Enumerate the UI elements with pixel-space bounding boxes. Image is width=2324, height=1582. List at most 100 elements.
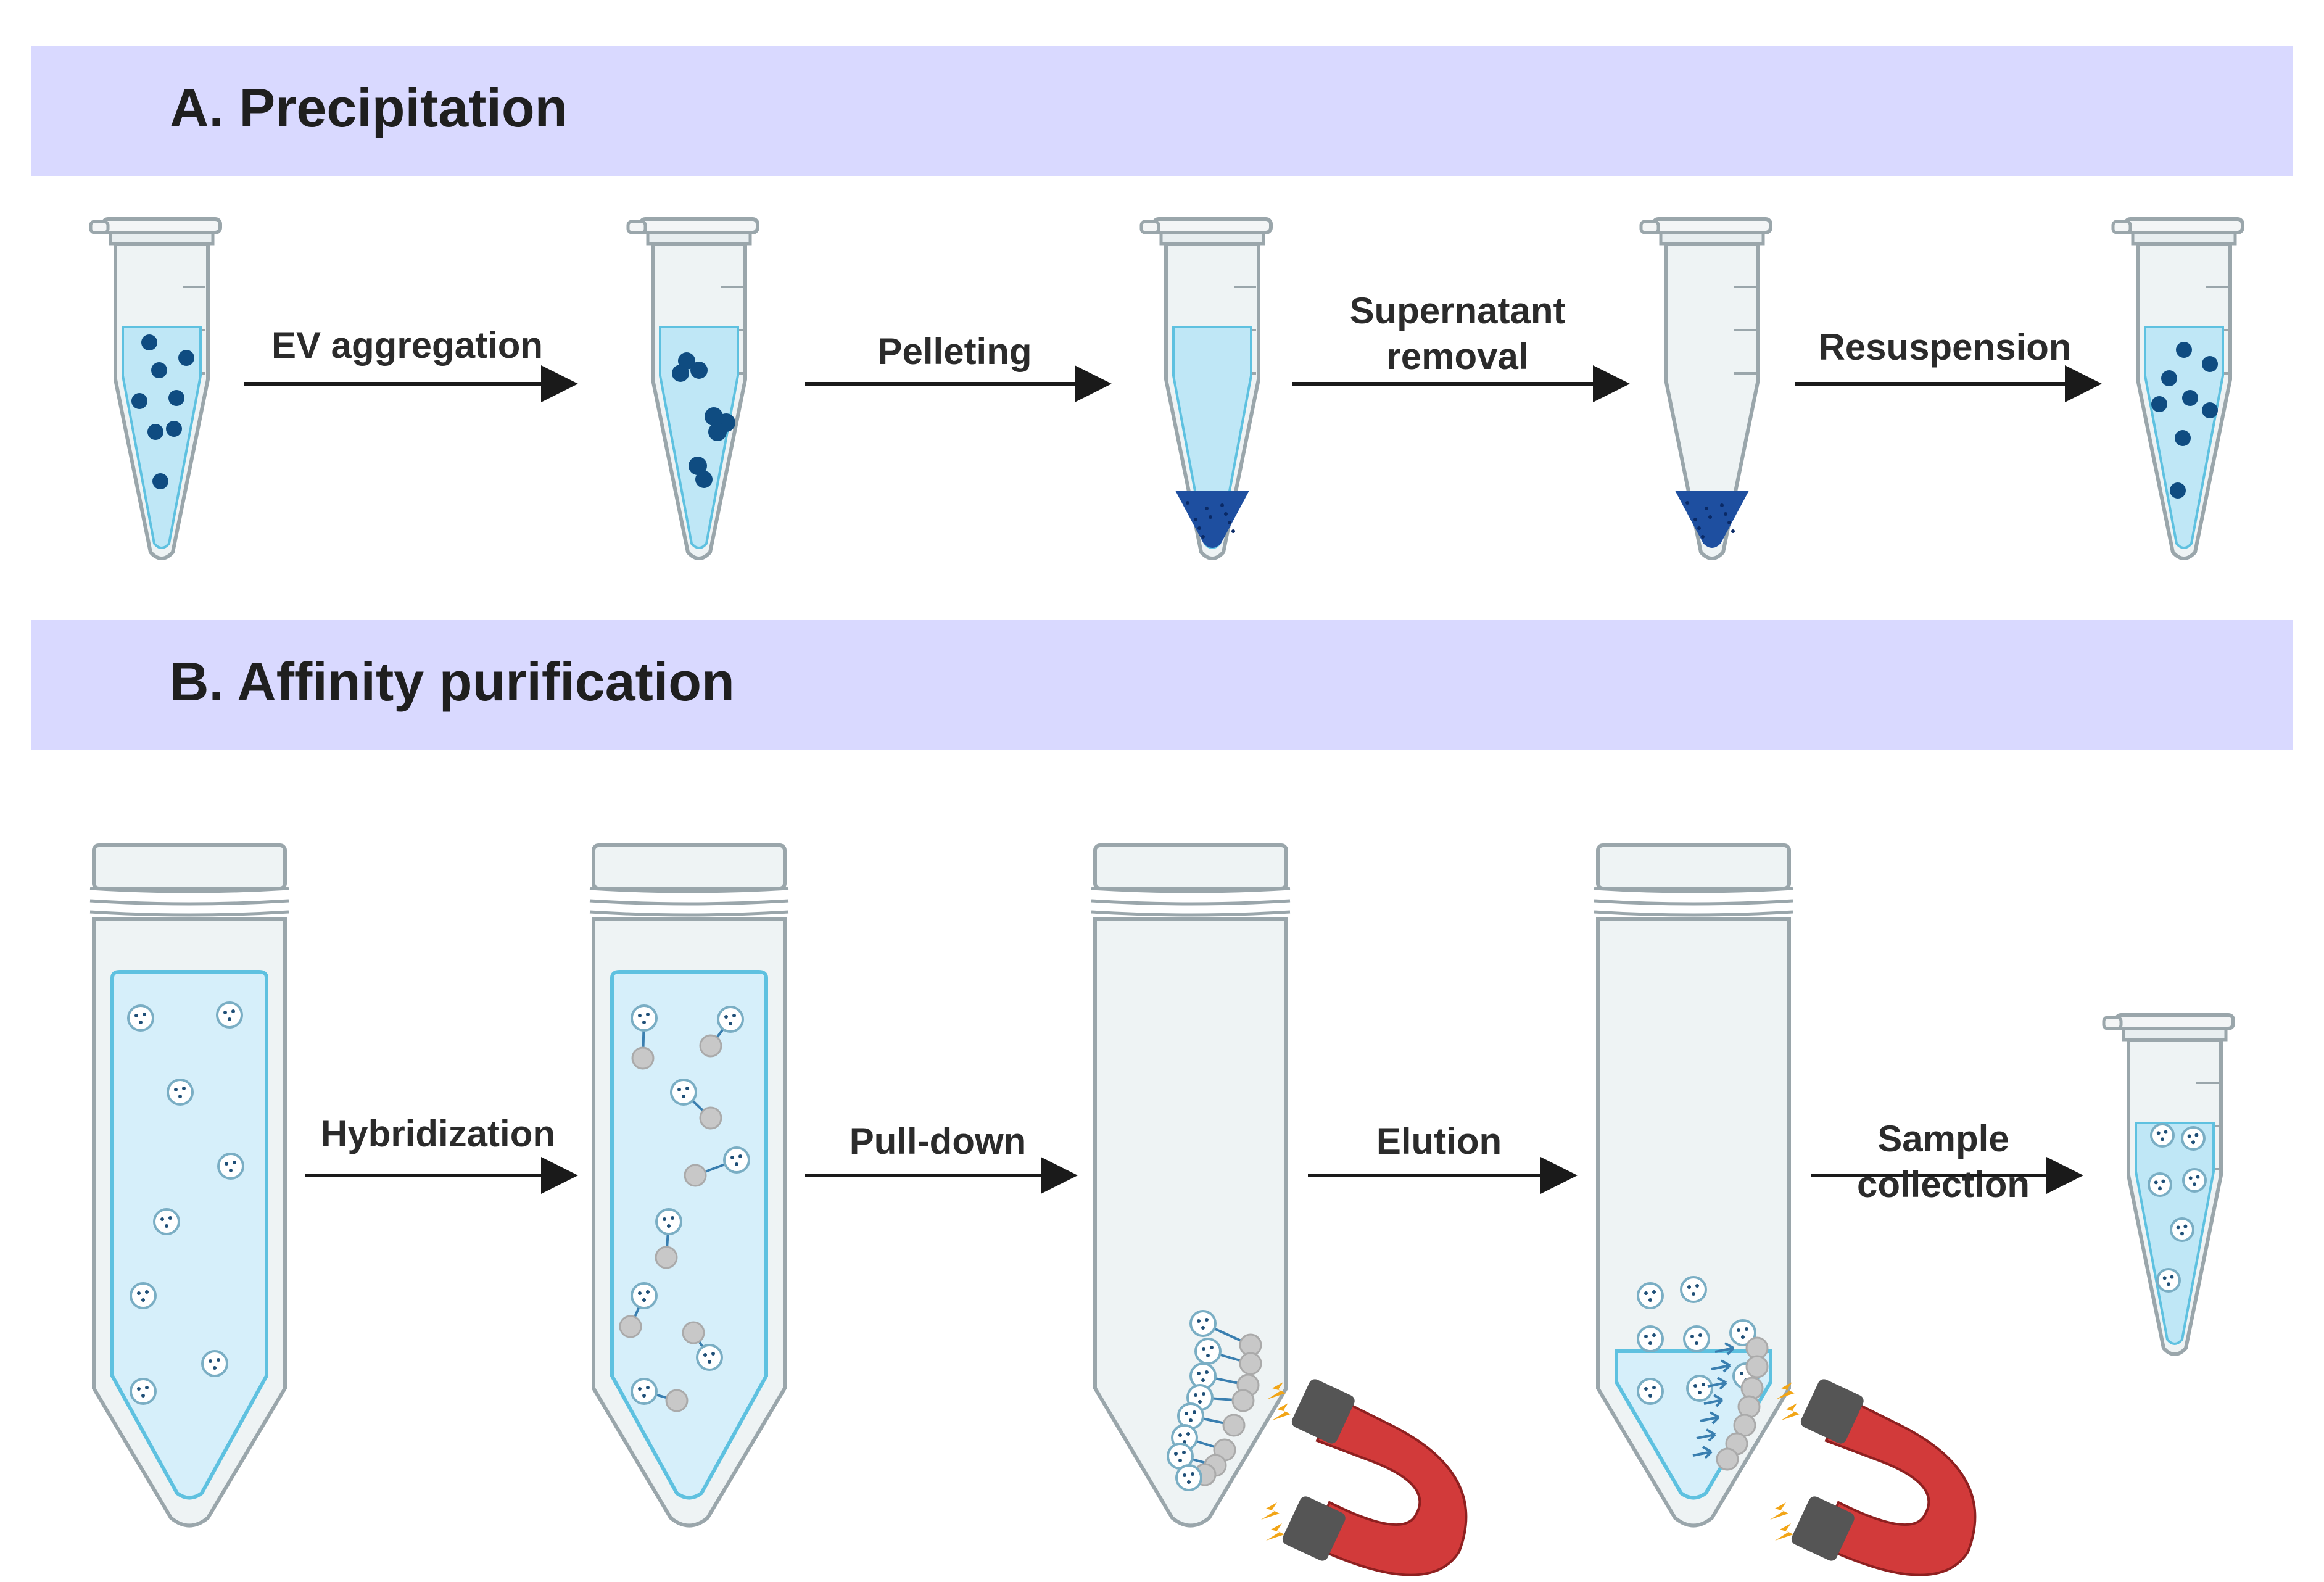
step-label: Pull-down [850, 1120, 1027, 1162]
ev-vesicle-icon [153, 1208, 180, 1235]
magnetic-bead [684, 1164, 707, 1187]
step-label: collection [1857, 1164, 2030, 1205]
step-label: Pelleting [877, 331, 1032, 372]
ev-vesicle-icon [1686, 1375, 1713, 1402]
conical-tube-icon [1594, 843, 1793, 1528]
spark-icon [1775, 1523, 1793, 1541]
ev-particle [152, 473, 168, 489]
section-a-tubes [89, 217, 2244, 560]
ev-vesicle-icon [655, 1208, 682, 1235]
magnetic-bead [1737, 1395, 1761, 1418]
process-arrow: Elution [1308, 1120, 1578, 1194]
ev-vesicle-icon [696, 1344, 723, 1371]
ev-vesicle-icon [1637, 1378, 1664, 1405]
ev-particle [2161, 370, 2177, 386]
process-arrow: Resuspension [1795, 326, 2102, 402]
section-a-arrows: EV aggregation Pelleting Supernatantremova… [244, 290, 2102, 402]
ev-particle [178, 350, 194, 366]
ev-vesicle-icon [723, 1146, 750, 1174]
ev-vesicle-icon [130, 1282, 157, 1309]
section-b-arrows: Hybridization Pull-down Elution Samplecolle… [305, 1113, 2083, 1205]
ev-vesicle-icon [631, 1378, 658, 1405]
ev-particle [131, 393, 147, 409]
ev-vesicle-icon [2150, 1123, 2175, 1148]
process-arrow: Pelleting [805, 331, 1112, 402]
microcentrifuge-tube-icon [2102, 1013, 2235, 1356]
ev-vesicle-icon [127, 1004, 154, 1032]
microcentrifuge-tube-icon [2111, 217, 2244, 560]
ev-particle [166, 421, 182, 437]
ev-pellet [1675, 491, 1749, 548]
ev-vesicle-icon [1194, 1338, 1222, 1365]
microcentrifuge-tube-icon [1139, 217, 1273, 560]
section-b-title: B. Affinity purification [170, 651, 735, 712]
step-label: Resuspension [1818, 326, 2071, 368]
ev-particle [2175, 430, 2191, 446]
ev-particle [2170, 482, 2186, 499]
microcentrifuge-tube-icon [1639, 217, 1772, 560]
ev-particle [2182, 390, 2198, 406]
ev-vesicle-icon [1167, 1443, 1194, 1470]
ev-vesicle-icon [2156, 1268, 2181, 1293]
ev-vesicle-icon [631, 1282, 658, 1309]
section-a-title: A. Precipitation [170, 77, 568, 138]
ev-vesicle-icon [1683, 1325, 1710, 1352]
ev-particle [690, 362, 708, 379]
step-label: removal [1386, 336, 1528, 377]
magnetic-bead [1740, 1377, 1764, 1400]
spark-icon [1770, 1502, 1788, 1520]
ev-particle [147, 424, 163, 440]
ev-vesicle-icon [2182, 1168, 2207, 1193]
process-arrow: Hybridization [305, 1113, 578, 1194]
section-a-banner: A. Precipitation [31, 46, 2293, 176]
step-label: Elution [1376, 1120, 1502, 1162]
section-b-tubes [89, 843, 2235, 1576]
ev-vesicle-icon [2170, 1217, 2194, 1242]
step-label: EV aggregation [271, 325, 543, 366]
microcentrifuge-tube-icon [89, 217, 222, 560]
ev-particle [168, 390, 184, 406]
ev-vesicle-icon [631, 1004, 658, 1032]
ev-vesicle-icon [216, 1001, 243, 1029]
spark-icon [1267, 1382, 1286, 1399]
step-label: Hybridization [321, 1113, 555, 1154]
microcentrifuge-tube-icon [626, 217, 759, 560]
process-arrow: EV aggregation [244, 325, 578, 402]
ev-particle [141, 334, 157, 350]
ev-vesicle-icon [167, 1079, 194, 1106]
ev-particle [708, 423, 727, 441]
ev-vesicle-icon [1637, 1325, 1664, 1352]
spark-icon [1272, 1403, 1291, 1420]
spark-icon [1776, 1382, 1795, 1399]
ev-particle [2202, 356, 2218, 372]
ev-vesicle-icon [1729, 1319, 1756, 1346]
magnetic-bead [699, 1106, 722, 1130]
magnetic-bead [1716, 1447, 1739, 1471]
ev-pellet [1175, 491, 1249, 548]
magnetic-bead [1745, 1355, 1769, 1378]
magnetic-bead [699, 1034, 722, 1058]
ev-vesicle-icon [217, 1153, 244, 1180]
ev-particle [151, 362, 167, 378]
ev-particle [2202, 402, 2218, 418]
magnetic-bead [619, 1315, 642, 1338]
magnetic-bead [665, 1389, 689, 1412]
ev-vesicle-icon [670, 1079, 697, 1106]
magnetic-bead [1222, 1414, 1246, 1437]
ev-vesicle-icon [201, 1350, 228, 1377]
ev-vesicle-icon [1175, 1464, 1202, 1491]
liquid-fill [110, 970, 268, 1500]
ev-vesicle-icon [2181, 1126, 2206, 1151]
ev-vesicle-icon [1637, 1282, 1664, 1309]
spark-icon [1266, 1523, 1284, 1541]
ev-vesicle-icon [717, 1006, 744, 1033]
magnetic-bead [631, 1046, 655, 1070]
conical-tube-icon [89, 843, 289, 1528]
magnetic-bead [1239, 1352, 1262, 1375]
horseshoe-magnet-icon [1770, 1379, 1977, 1576]
spark-icon [1781, 1403, 1800, 1420]
liquid-fill [610, 970, 768, 1500]
